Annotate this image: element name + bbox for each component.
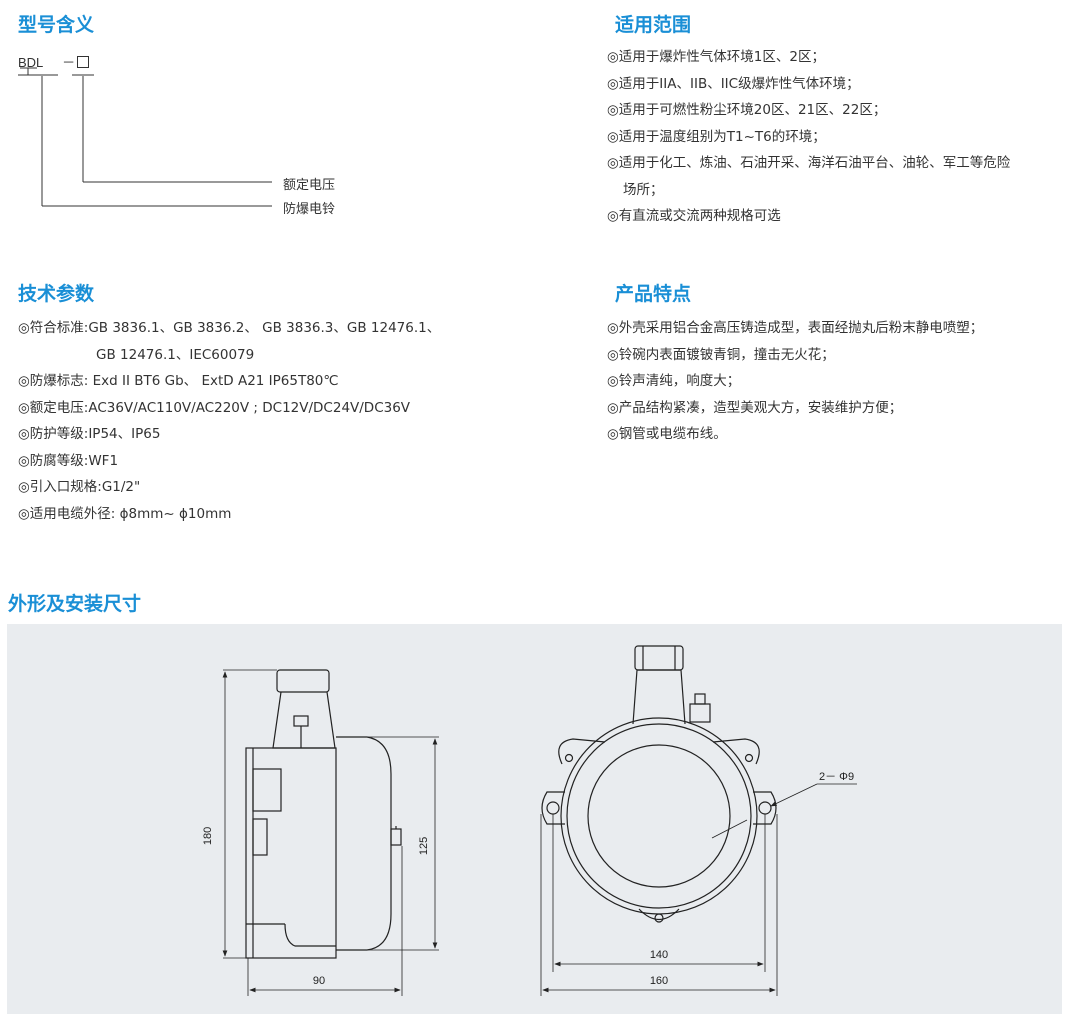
- model-code-box: [77, 56, 90, 68]
- tech-params-title: 技术参数: [18, 283, 95, 305]
- front-view-cap: [634, 645, 684, 671]
- list-item: ◎适用于温度组别为T1~T6的环境；: [607, 128, 826, 145]
- list-item: ◎钢管或电缆布线。: [607, 426, 727, 442]
- front-view-outer-ring: [560, 717, 758, 915]
- application-title: 适用范围: [615, 14, 692, 36]
- side-view-base: [245, 747, 337, 959]
- label-rated-voltage: 额定电压: [283, 178, 336, 193]
- list-item: ◎有直流或交流两种规格可选: [607, 208, 781, 224]
- features-title: 产品特点: [615, 283, 692, 305]
- list-item: ◎适用于可燃性粉尘环境20区、21区、22区；: [607, 102, 887, 118]
- list-item: ◎防腐等级:WF1: [18, 452, 119, 469]
- list-item: ◎适用电缆外径: ϕ8mm~ ϕ10mm: [18, 505, 232, 522]
- list-item: ◎符合标准:GB 3836.1、GB 3836.2、 GB 3836.3、GB …: [18, 320, 441, 336]
- dimension-drawing: 180 125 90 140 160 2－ Φ9: [202, 645, 857, 996]
- model-code-dash: －: [62, 55, 76, 70]
- side-view-cap: [276, 669, 330, 693]
- list-item: ◎适用于爆炸性气体环境1区、2区；: [607, 49, 825, 65]
- dimension-drawing-panel: 180 125 90 140 160 2－ Φ9: [7, 624, 1062, 1014]
- dim-height-body: 125: [418, 837, 430, 855]
- list-item: ◎额定电压:AC36V/AC110V/AC220V ; DC12V/DC24V/…: [18, 399, 411, 416]
- dim-hole-spacing: 140: [650, 949, 668, 961]
- list-item: GB 12476.1、IEC60079: [96, 346, 255, 363]
- list-item: ◎防护等级:IP54、IP65: [18, 426, 161, 442]
- side-view-bell: [336, 736, 392, 951]
- list-item: ◎防爆标志: Exd II BT6 Gb、 ExtD A21 IP65T80℃: [18, 373, 339, 389]
- list-item: ◎外壳采用铝合金高压铸造成型，表面经抛丸后粉末静电喷塑；: [607, 320, 984, 336]
- model-code-prefix: BDL: [18, 55, 43, 70]
- front-view-left-lug: [541, 791, 565, 825]
- label-explosion-proof-bell: 防爆电铃: [283, 202, 336, 217]
- list-item: ◎适用于化工、炼油、石油开采、海洋石油平台、油轮、军工等危险: [607, 155, 1011, 171]
- tech-params-list: ◎符合标准:GB 3836.1、GB 3836.2、 GB 3836.3、GB …: [18, 315, 440, 527]
- model-meaning-title: 型号含义: [18, 14, 95, 36]
- dim-holes: 2－ Φ9: [819, 771, 854, 783]
- list-item: 场所；: [623, 181, 664, 198]
- features-list: ◎外壳采用铝合金高压铸造成型，表面经抛丸后粉末静电喷塑； ◎铃碗内表面镀铍青铜，…: [607, 315, 983, 448]
- model-code: BDL －: [18, 52, 90, 71]
- dim-width-total: 160: [650, 975, 668, 987]
- application-list: ◎适用于爆炸性气体环境1区、2区； ◎适用于IIA、IIB、IIC级爆炸性气体环…: [607, 44, 1010, 230]
- list-item: ◎适用于IIA、IIB、IIC级爆炸性气体环境；: [607, 75, 860, 92]
- dim-height-total: 180: [202, 827, 214, 845]
- list-item: ◎引入口规格:G1/2": [18, 479, 141, 495]
- model-code-diagram: [18, 67, 272, 207]
- dimensions-title: 外形及安装尺寸: [8, 593, 142, 615]
- list-item: ◎铃声清纯，响度大；: [607, 373, 741, 389]
- list-item: ◎产品结构紧凑，造型美观大方，安装维护方便；: [607, 399, 903, 416]
- dim-depth: 90: [313, 975, 325, 987]
- side-view-neck: [272, 691, 336, 749]
- front-view-right-lug: [753, 791, 777, 825]
- list-item: ◎铃碗内表面镀铍青铜，撞击无火花；: [607, 346, 835, 363]
- front-view-bell-face: [587, 744, 731, 888]
